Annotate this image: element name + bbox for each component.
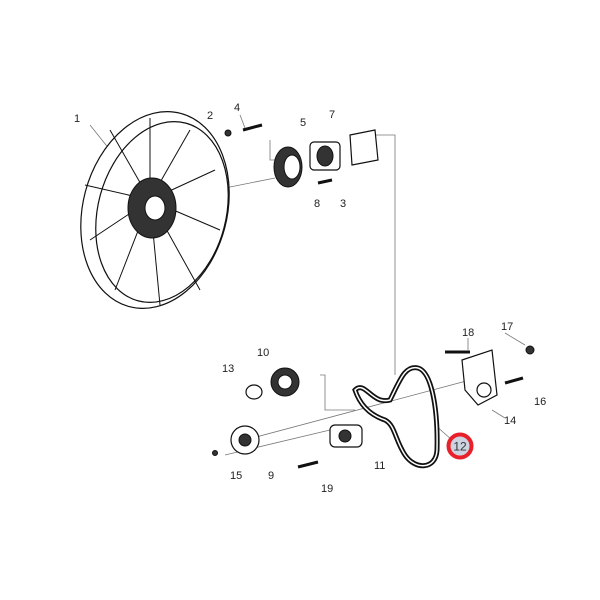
callout-11: 11 [374,460,385,472]
pulley-8[interactable] [273,146,303,188]
callout-16: 16 [534,396,546,408]
callout-10: 10 [257,347,269,359]
callout-7: 7 [329,109,335,121]
callout-4: 4 [234,102,240,114]
highlighted-callout-12[interactable]: 12 [446,432,474,460]
callout-17: 17 [501,321,513,333]
callout-19: 19 [321,483,333,495]
idler-10[interactable] [270,367,300,397]
bolts-upper[interactable] [224,123,333,185]
bearing-5[interactable] [309,141,341,171]
bolts-lower[interactable] [212,345,535,469]
callout-5: 5 [300,117,306,129]
fan-assembly[interactable] [60,95,251,325]
callout-12: 12 [453,440,467,454]
callout-15: 15 [230,470,242,482]
callout-14: 14 [504,415,516,427]
callout-13: 13 [222,363,234,375]
tensioner-11[interactable] [329,424,363,448]
callout-1: 1 [74,113,80,125]
bracket-7[interactable] [349,129,379,166]
callout-3: 3 [340,198,346,210]
bracket-14[interactable] [461,349,498,406]
washer-13[interactable] [245,384,263,400]
callout-18: 18 [462,327,474,339]
callout-9: 9 [268,470,274,482]
pulley-9[interactable] [230,425,260,455]
callout-2: 2 [207,110,213,122]
callout-8: 8 [314,198,320,210]
drive-belt-12[interactable] [352,365,440,469]
callout-labels: 1 2 3 4 5 7 8 9 10 11 13 14 15 16 17 18 … [74,102,546,495]
